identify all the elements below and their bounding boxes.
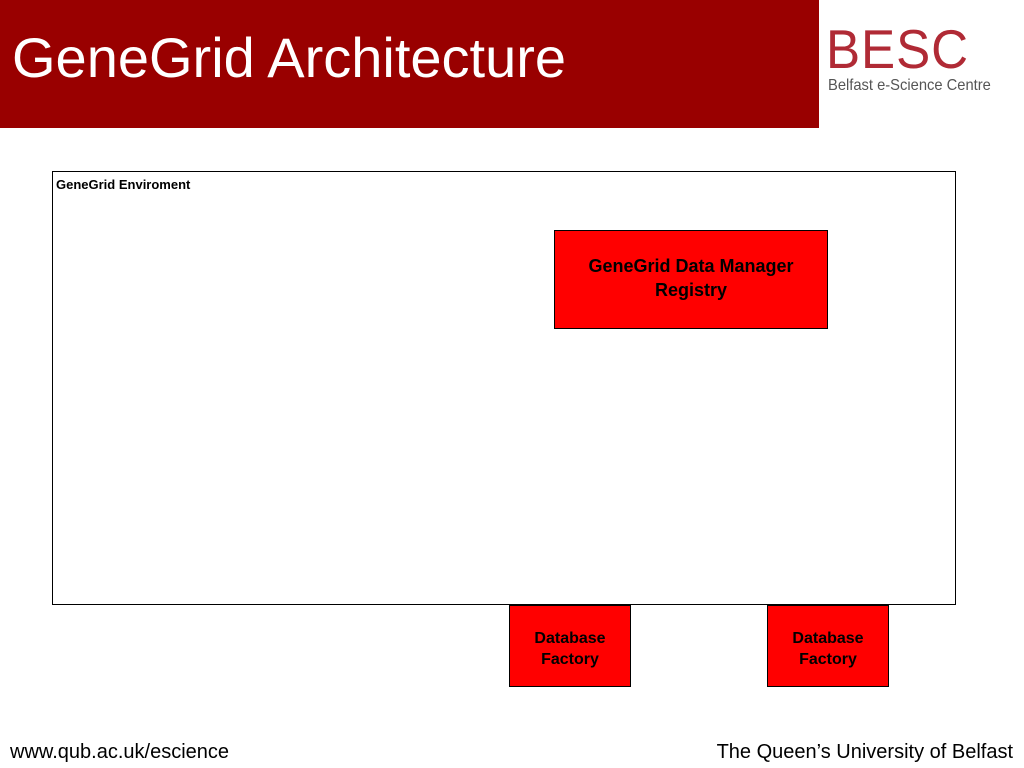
footer-url: www.qub.ac.uk/escience [10,741,230,763]
registry-label: GeneGrid Data Manager Registry [588,256,794,300]
factory-label-1: Database Factory [534,630,606,668]
logo-subtitle: Belfast e-Science Centre [828,77,991,94]
environment-label: GeneGrid Enviroment [56,177,191,192]
title-bar: GeneGrid Architecture [0,0,819,128]
database-factory-box-1: Database Factory [509,605,631,687]
besc-logo: BESC Belfast e-Science Centre [826,22,1018,102]
logo-wordmark: BESC [826,18,970,80]
database-factory-box-2: Database Factory [767,605,889,687]
slide-title: GeneGrid Architecture [12,26,567,89]
factory-label-2: Database Factory [792,630,864,668]
footer-institution: The Queen’s University of Belfast [716,741,1013,763]
data-manager-registry-box: GeneGrid Data Manager Registry [554,230,828,329]
